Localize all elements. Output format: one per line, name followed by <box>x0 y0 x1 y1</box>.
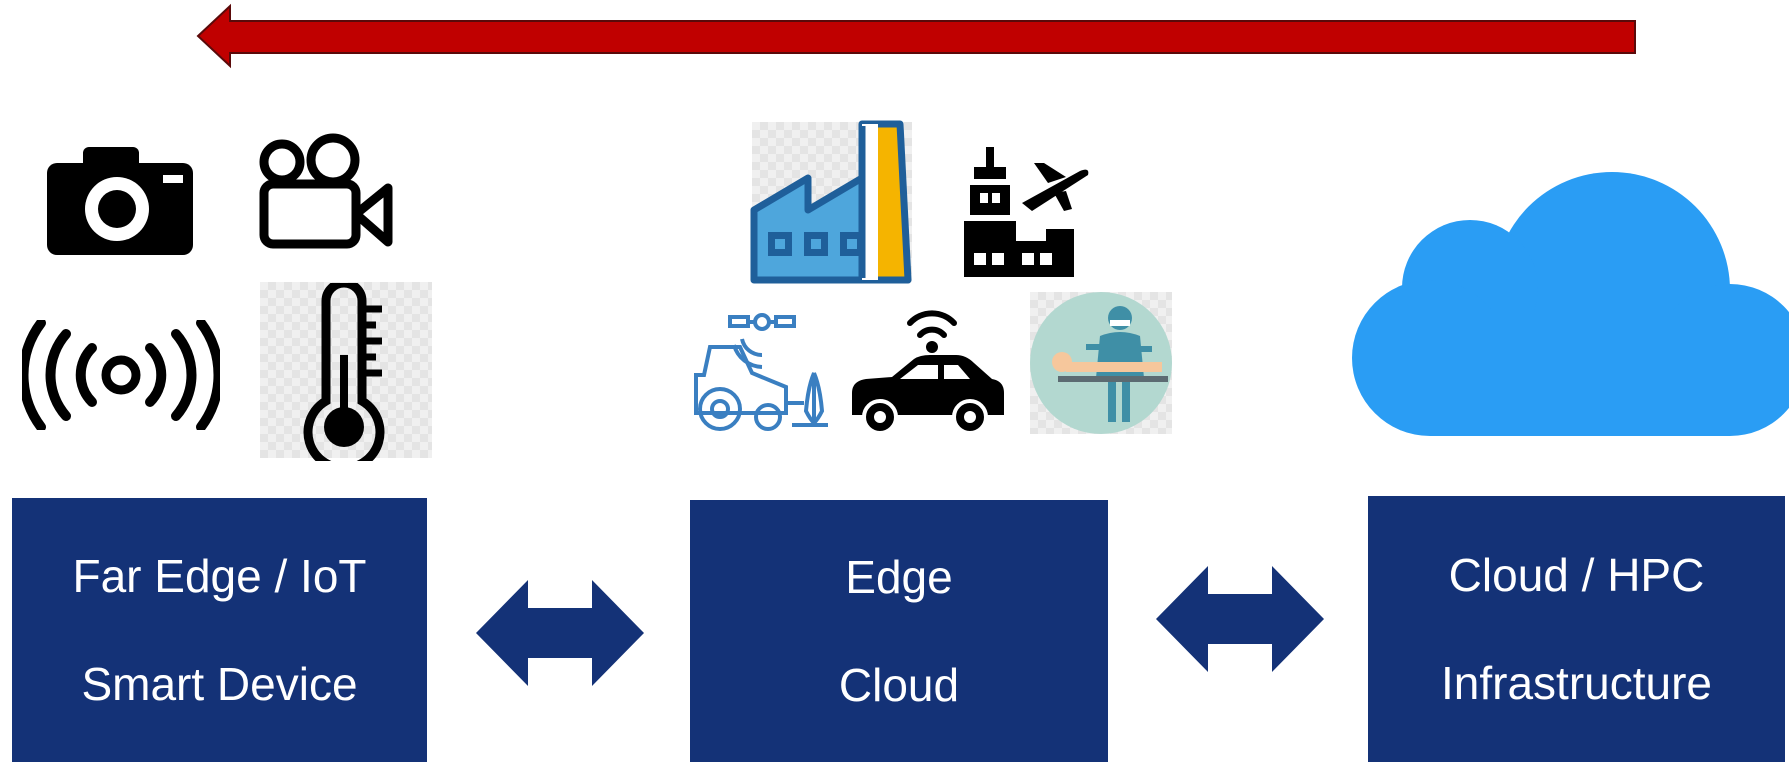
far-edge-subtitle: Smart Device <box>81 658 358 710</box>
connected-car-icon <box>852 310 1004 435</box>
far-edge-box: Far Edge / IoT Smart Device <box>12 498 427 762</box>
smart-tractor-icon <box>694 313 828 431</box>
flow-direction-arrow <box>196 3 1636 69</box>
edge-title: Edge <box>845 551 953 603</box>
far-edge-title: Far Edge / IoT <box>72 550 367 602</box>
edge-subtitle: Cloud <box>838 659 960 711</box>
video-camera-icon <box>259 133 393 249</box>
cloud-title: Cloud / HPC <box>1448 549 1705 601</box>
surgery-icon <box>1030 292 1172 434</box>
double-arrow-far-edge-edge <box>476 580 644 686</box>
airport-icon <box>964 147 1089 277</box>
double-arrow-edge-cloud <box>1156 566 1324 672</box>
thermometer-icon <box>303 283 385 461</box>
edge-box: Edge Cloud <box>690 500 1108 762</box>
camera-icon <box>47 147 193 255</box>
cloud-box: Cloud / HPC Infrastructure <box>1368 496 1785 762</box>
cloud-icon <box>1352 172 1789 436</box>
wireless-signal-icon <box>22 320 220 430</box>
factory-icon <box>750 120 912 284</box>
cloud-subtitle: Infrastructure <box>1441 657 1712 709</box>
